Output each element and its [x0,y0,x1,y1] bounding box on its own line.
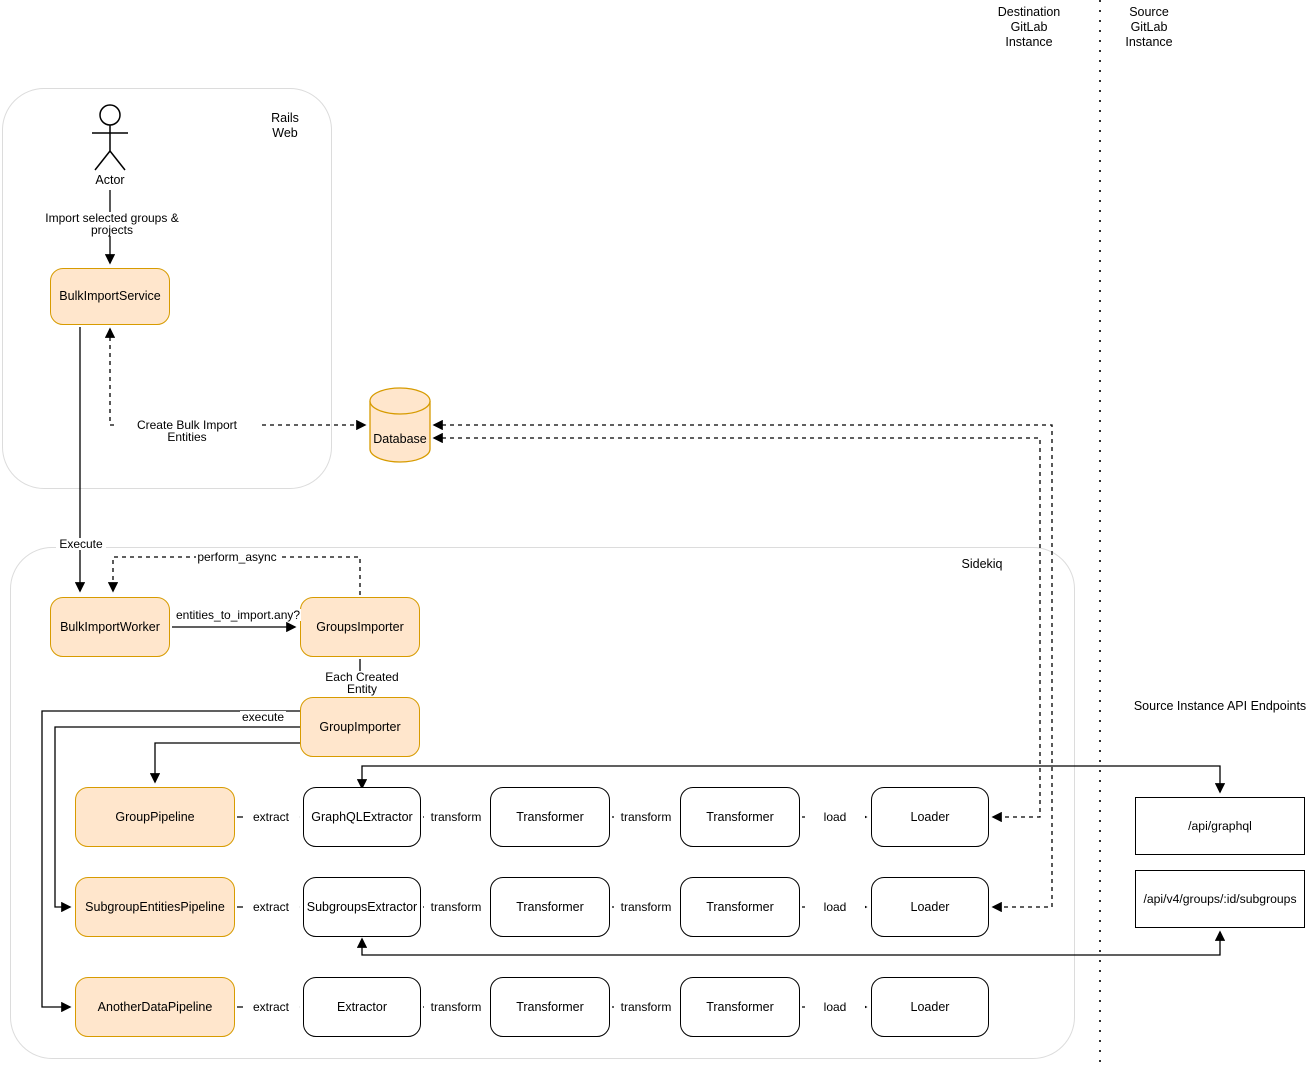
node-loader-r1: Loader [871,787,989,847]
actor-icon [92,104,128,171]
edge-label-transform-r3a: transform [424,1001,488,1013]
source-instance-label: Source GitLab Instance [1125,5,1173,49]
node-loader-r3: Loader [871,977,989,1037]
node-graphql-extractor: GraphQLExtractor [303,787,421,847]
edge-label-extract-r3: extract [243,1001,299,1013]
edge-label-extract-r1: extract [243,811,299,823]
destination-instance-label: Destination GitLab Instance [997,5,1061,49]
edge-label-execute-service: Execute [56,538,106,550]
edge-groupimporter-to-anotherpipeline [41,710,300,1013]
node-api-graphql: /api/graphql [1135,797,1305,855]
edge-loader1-database [432,432,1041,823]
node-groups-importer: GroupsImporter [300,597,420,657]
edge-label-each-created-entity: Each Created Entity [308,671,416,695]
node-group-pipeline: GroupPipeline [75,787,235,847]
node-transformer-r2c2: Transformer [680,877,800,937]
edge-loader2-database [432,419,1053,913]
node-bulk-import-worker: BulkImportWorker [50,597,170,657]
rails-web-container [2,88,332,489]
rails-web-title: Rails Web [271,111,299,140]
node-subgroup-entities-pipeline: SubgroupEntitiesPipeline [75,877,235,937]
node-group-importer: GroupImporter [300,697,420,757]
edge-label-load-r1: load [805,811,865,823]
edge-create-entities [104,327,367,431]
node-transformer-r3c1: Transformer [490,977,610,1037]
edge-label-create-entities: Create Bulk Import Entities [116,419,258,443]
node-transformer-r1c1: Transformer [490,787,610,847]
database-icon [369,387,431,463]
database-label: Database [373,432,427,446]
node-bulk-import-service: BulkImportService [50,268,170,325]
node-subgroups-extractor: SubgroupsExtractor [303,877,421,937]
edge-label-entities-to-import: entities_to_import.any? [175,608,301,622]
edge-groupimporter-to-grouppipeline [149,742,300,784]
node-transformer-r1c2: Transformer [680,787,800,847]
node-loader-r2: Loader [871,877,989,937]
node-transformer-r2c1: Transformer [490,877,610,937]
edge-label-transform-r2a: transform [424,901,488,913]
edge-groupimporter-to-subgrouppipeline [54,726,300,913]
edge-label-transform-r2b: transform [614,901,678,913]
edge-label-transform-r3b: transform [614,1001,678,1013]
node-extractor: Extractor [303,977,421,1037]
api-endpoints-heading: Source Instance API Endpoints [1133,699,1307,713]
node-another-data-pipeline: AnotherDataPipeline [75,977,235,1037]
node-transformer-r3c2: Transformer [680,977,800,1037]
edge-label-transform-r1b: transform [614,811,678,823]
edge-subgroupsextractor-api [356,930,1226,956]
edge-label-transform-r1a: transform [424,811,488,823]
edge-label-load-r3: load [805,1001,865,1013]
node-api-subgroups: /api/v4/groups/:id/subgroups [1135,870,1305,928]
edge-label-perform-async: perform_async [196,550,278,564]
actor-label: Actor [95,173,125,187]
edge-label-load-r2: load [805,901,865,913]
sidekiq-title: Sidekiq [961,557,1003,571]
edge-label-extract-r2: extract [243,901,299,913]
edge-label-import-selected: Import selected groups & projects [28,212,196,236]
edge-label-execute-importer: execute [240,710,286,724]
